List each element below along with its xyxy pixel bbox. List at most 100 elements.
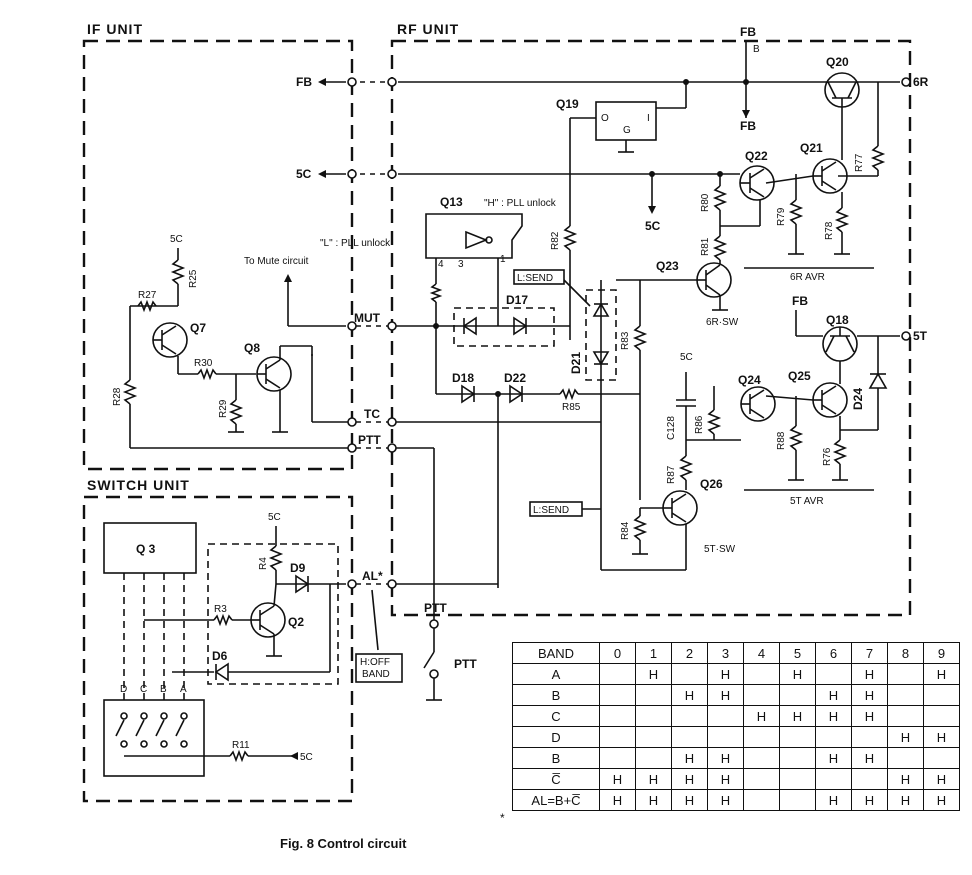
band-table-cell (599, 747, 636, 769)
band-table-cell: H (851, 789, 888, 811)
band-table-cell: H (815, 789, 852, 811)
band-table-cell: 6 (815, 642, 852, 664)
band-table-cell: H (815, 705, 852, 727)
q26-label: Q26 (700, 477, 723, 491)
d18-label: D18 (452, 371, 474, 385)
band-table-cell: H (851, 705, 888, 727)
band-table-cell (779, 747, 816, 769)
band-table-cell (635, 684, 672, 706)
band-table-cell (635, 726, 672, 748)
to-mute-label: To Mute circuit (244, 256, 309, 267)
q13-inverter (465, 230, 489, 250)
band-switch-lines (123, 573, 185, 700)
sw-a-label: A (180, 684, 187, 695)
5c-if-label: 5C (170, 234, 183, 245)
band-table-cell: H (887, 726, 924, 748)
band-table-cell (779, 726, 816, 748)
5c-sw-label: 5C (268, 512, 281, 523)
r82-label: R82 (550, 231, 561, 250)
d21-label: D21 (569, 352, 583, 374)
q2-label: Q2 (288, 615, 304, 629)
d17-box (453, 307, 555, 347)
ptt-label: PTT (358, 433, 381, 447)
band-table-cell: H (707, 768, 744, 790)
band-table-cell (635, 747, 672, 769)
q8-transistor (256, 356, 292, 392)
switch-unit-label: SWITCH UNIT (87, 477, 190, 493)
band-table-cell (743, 684, 780, 706)
if-unit-label: IF UNIT (87, 21, 143, 37)
q20-label: Q20 (826, 55, 849, 69)
band-table-cell: 4 (743, 642, 780, 664)
lsend-top-box (513, 269, 565, 285)
r80-label: R80 (700, 193, 711, 212)
q13-pin-4: 4 (438, 259, 444, 270)
hoff-line1: H:OFF (360, 657, 390, 668)
band-table-cell: 1 (635, 642, 672, 664)
r29-label: R29 (218, 399, 229, 418)
q24-label: Q24 (738, 373, 761, 387)
band-table-cell: H (635, 768, 672, 790)
r83-label: R83 (620, 331, 631, 350)
band-table-cell (671, 726, 708, 748)
band-table-cell: H (707, 684, 744, 706)
band-table-cell: H (743, 705, 780, 727)
band-table-cell: H (707, 789, 744, 811)
band-table-cell (779, 768, 816, 790)
r88-label: R88 (776, 431, 787, 450)
q23-label: Q23 (656, 259, 679, 273)
band-table-cell: H (779, 705, 816, 727)
band-table-cell: H (635, 789, 672, 811)
q3-label: Q 3 (136, 542, 156, 556)
q13-pin-1: 1 (500, 254, 506, 265)
5t-sw-label: 5T·SW (704, 544, 736, 555)
band-table-cell: 8 (887, 642, 924, 664)
q2-transistor (250, 602, 286, 638)
band-table-cell: H (887, 789, 924, 811)
band-table-cell (815, 768, 852, 790)
band-table-cell: H (599, 768, 636, 790)
q22-transistor (739, 165, 775, 201)
band-table-cell (599, 726, 636, 748)
band-table-cell: H (671, 768, 708, 790)
band-table-cell (887, 663, 924, 685)
band-table-cell: H (671, 789, 708, 811)
r85-label: R85 (562, 402, 581, 413)
q13-body (425, 213, 523, 259)
d17-label: D17 (506, 293, 528, 307)
q21-label: Q21 (800, 141, 823, 155)
6r-label: 6R (913, 75, 929, 89)
d22-label: D22 (504, 371, 526, 385)
fb-b-label: B (753, 44, 760, 55)
if-unit-box (82, 39, 354, 471)
q25-transistor (812, 382, 848, 418)
figure-caption: Fig. 8 Control circuit (280, 836, 407, 851)
q23-transistor (696, 262, 732, 298)
l-unlock-label: "L" : PLL unlock (320, 238, 391, 249)
band-table-cell (707, 705, 744, 727)
band-table-cell (743, 726, 780, 748)
switch-unit-box (82, 495, 354, 803)
q19-pin-o: O (601, 113, 609, 124)
q8-label: Q8 (244, 341, 260, 355)
band-table-cell: H (815, 747, 852, 769)
q19-pin-i: I (647, 113, 650, 124)
band-table-cell: B (512, 747, 600, 769)
band-table-cell: A (512, 663, 600, 685)
d17-diodes (462, 316, 528, 336)
5t-avr-label: 5T AVR (790, 496, 824, 507)
hoff-box (355, 653, 403, 683)
band-table-cell: H (707, 663, 744, 685)
band-table-cell: H (599, 789, 636, 811)
band-table-cell: C (512, 705, 600, 727)
5c-left-label: 5C (296, 167, 312, 181)
r76-label: R76 (822, 447, 833, 466)
band-table-cell (599, 684, 636, 706)
r86-label: R86 (694, 415, 705, 434)
band-table-cell (815, 663, 852, 685)
band-switch (103, 699, 205, 777)
